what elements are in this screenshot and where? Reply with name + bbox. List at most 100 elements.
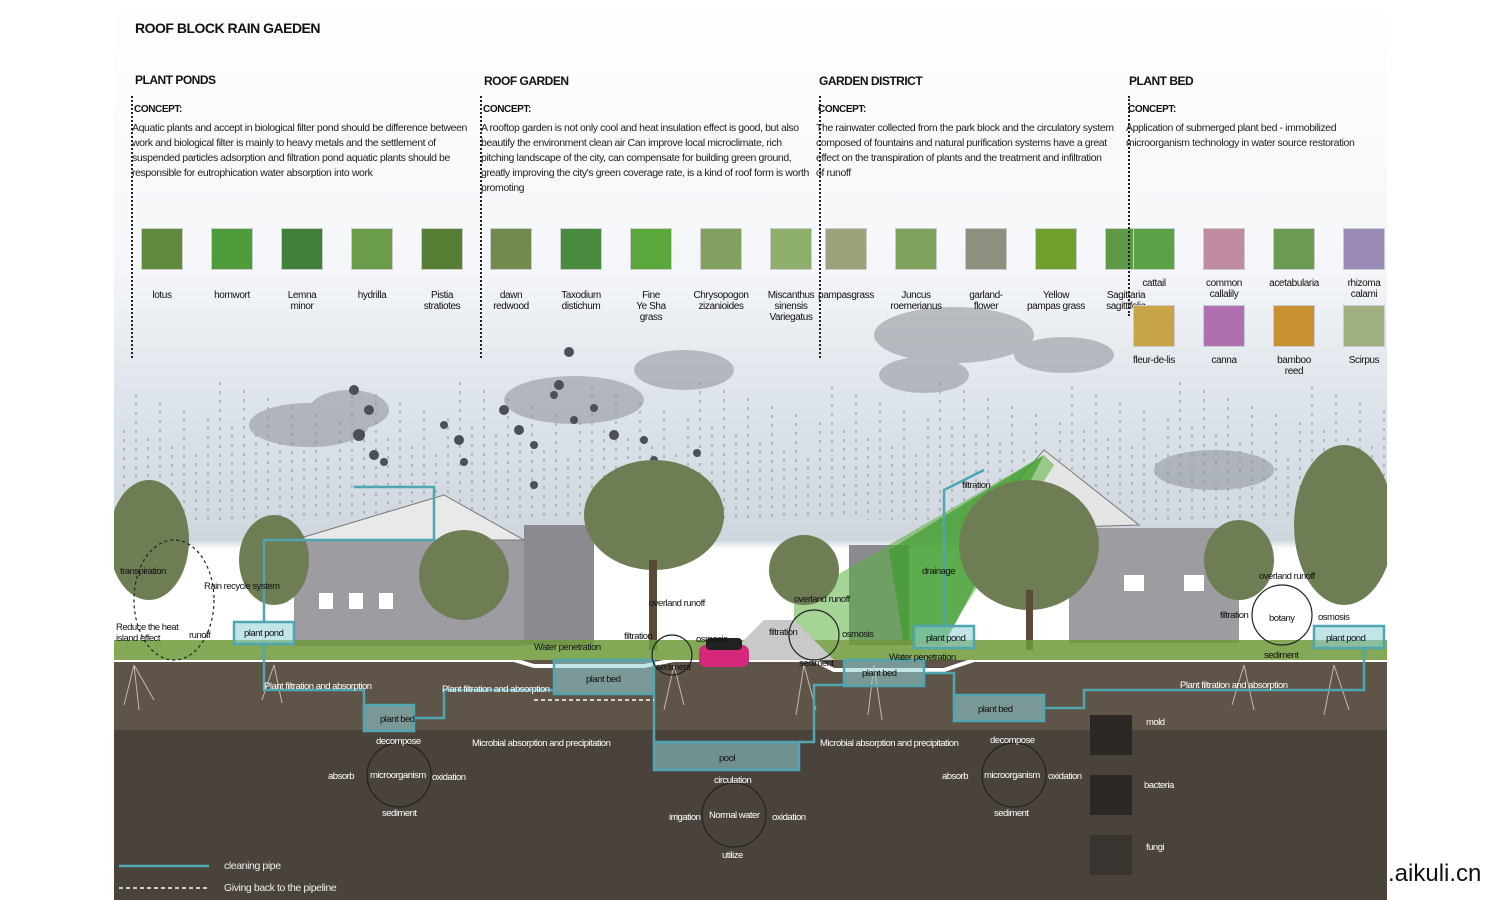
plant-item: garland-flower <box>946 228 1026 312</box>
section-divider <box>131 96 133 358</box>
label-plant-pond-right: plant pond <box>1326 633 1366 644</box>
plant-photo <box>490 228 532 270</box>
plant-name-line: Variegatus <box>769 312 813 323</box>
section-title: GARDEN DISTRICT <box>819 74 923 88</box>
concept-label: CONCEPT: <box>818 104 866 115</box>
plant-name-line: Juncus <box>901 290 931 301</box>
label-sediment-5: sediment <box>994 808 1029 819</box>
concept-label: CONCEPT: <box>483 104 531 115</box>
concept-line: Application of submerged plant bed - imm… <box>1126 122 1337 134</box>
label-botany: botany <box>1269 613 1295 624</box>
label-overland-runoff-2: overland runoff <box>794 594 850 605</box>
plant-name: pampasgrass <box>806 290 886 301</box>
section-divider <box>1128 96 1130 316</box>
plant-name-line: callalily <box>1209 289 1239 300</box>
plant-name-line: hydrilla <box>357 290 387 301</box>
label-filtration-3: filtration <box>769 627 798 638</box>
label-sediment-2: sediment <box>799 658 834 669</box>
plant-photo <box>1035 228 1077 270</box>
plant-photo <box>1133 305 1175 347</box>
label-sediment-1: sediment <box>656 662 691 673</box>
plant-name: acetabularia <box>1254 278 1334 289</box>
label-decompose-2: decompose <box>990 735 1035 746</box>
plant-photo <box>630 228 672 270</box>
plant-photo <box>1273 305 1315 347</box>
concept-line: A rooftop garden is not only cool and he… <box>481 122 799 134</box>
label-normal-water: Normal water <box>709 810 760 821</box>
label-water-penetration-2: Water penetration <box>889 652 956 663</box>
plant-name-line: Lemna <box>287 290 317 301</box>
concept-line: beautify the environment clean air Can i… <box>481 137 782 149</box>
mold-swatch <box>1090 715 1132 755</box>
plant-name-line: dawn <box>499 290 523 301</box>
plant-photo <box>141 228 183 270</box>
plant-item: fleur-de-lis <box>1114 305 1194 366</box>
plant-name-line: Fine <box>642 290 660 301</box>
label-absorb-2: absorb <box>942 771 969 782</box>
label-overland-runoff-1: overland runoff <box>649 598 705 609</box>
plant-name-line: redwood <box>493 301 529 312</box>
car <box>699 638 749 667</box>
label-irrigation: irrigation <box>669 812 701 823</box>
label-filtration-2: filtration <box>624 631 653 642</box>
clouds <box>249 307 1274 490</box>
concept-line: greatly improving the city's green cover… <box>481 167 809 179</box>
label-oxidation-1: oxidation <box>432 772 466 783</box>
section-divider <box>819 96 821 358</box>
plant-name-line: Chrysopogon <box>693 290 749 301</box>
concept-text: Aquatic plants and accept in biological … <box>132 121 467 181</box>
plant-name-line: stratiotes <box>423 301 461 312</box>
label-microbial-2: Microbial absorption and precipitation <box>820 738 959 749</box>
label-absorb-1: absorb <box>328 771 355 782</box>
plant-photo <box>560 228 602 270</box>
plant-name-line: Pistia <box>430 290 454 301</box>
label-microorganism-1: microorganism <box>370 770 426 781</box>
plant-name: hornwort <box>192 290 272 301</box>
label-fungi: fungi <box>1146 842 1165 853</box>
plant-item: acetabularia <box>1254 228 1334 289</box>
label-reduce-heat-line: Reduce the heat <box>116 622 179 633</box>
plant-photo <box>895 228 937 270</box>
plant-photo <box>1203 228 1245 270</box>
page-title: ROOF BLOCK RAIN GAEDEN <box>135 20 321 36</box>
label-utilize: utilize <box>722 850 743 861</box>
plant-photo <box>281 228 323 270</box>
plant-name-line: garland- <box>969 290 1003 301</box>
plant-name-line: pampas grass <box>1026 301 1085 312</box>
concept-text: The rainwater collected from the park bl… <box>816 121 1114 181</box>
label-pool: pool <box>719 753 735 764</box>
section-title: ROOF GARDEN <box>484 74 569 88</box>
label-plant-bed-2: plant bed <box>380 714 415 725</box>
plant-name-line: Yellow <box>1042 290 1070 301</box>
label-plant-bed-1: plant bed <box>586 674 621 685</box>
plant-name-line: acetabularia <box>1269 278 1319 289</box>
section-diagram <box>114 307 1387 900</box>
plant-photo <box>770 228 812 270</box>
label-plant-pond-mid: plant pond <box>926 633 966 644</box>
concept-text: A rooftop garden is not only cool and he… <box>481 121 809 196</box>
plant-name-line: rhizoma <box>1347 278 1381 289</box>
plant-name-line: minor <box>290 301 314 312</box>
label-water-penetration-1: Water penetration <box>534 642 601 653</box>
legend-cleaning-pipe: cleaning pipe <box>224 860 281 872</box>
label-mold: mold <box>1146 717 1165 728</box>
plant-name: canna <box>1184 355 1264 366</box>
plant-name-line: sinensis <box>774 301 808 312</box>
pipe-lines <box>262 468 1366 744</box>
label-microorganism-2: microorganism <box>984 770 1040 781</box>
plant-name: hydrilla <box>332 290 412 301</box>
